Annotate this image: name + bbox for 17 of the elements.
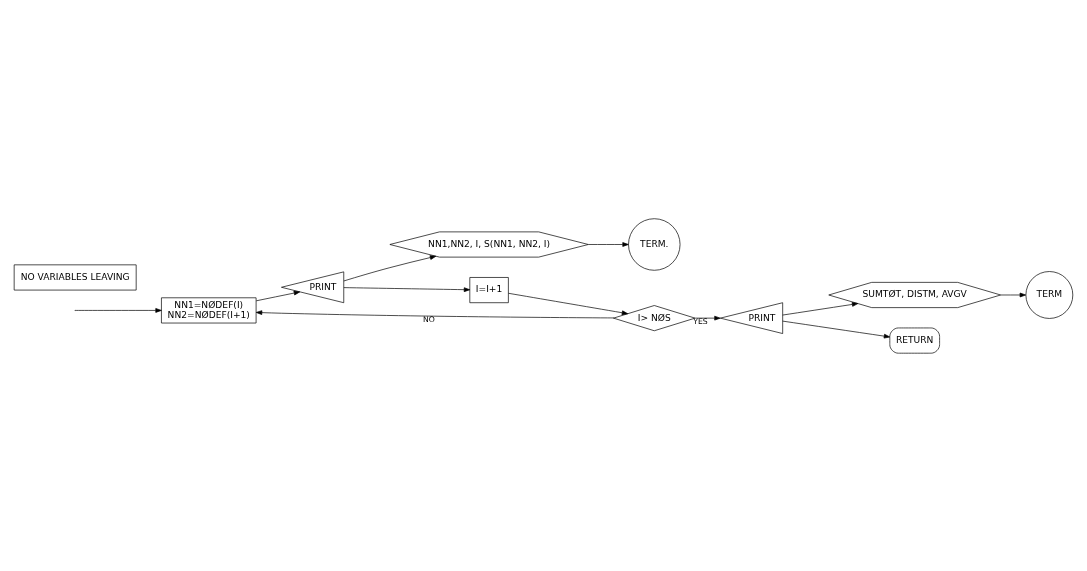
arrow <box>694 315 721 320</box>
node-box: NO VARIABLES LEAVING <box>13 264 137 290</box>
node-box: I=I+1 <box>469 276 509 303</box>
arrow <box>782 301 859 315</box>
arrow <box>508 292 629 315</box>
arrow <box>343 286 471 292</box>
arrow <box>343 254 437 281</box>
node-box: NN1=NØDEF(I) NN2=NØDEF(I+1) <box>161 296 257 323</box>
node-box: RETURN <box>889 327 940 354</box>
arrow <box>255 309 615 318</box>
arrow <box>782 320 891 338</box>
node-circle: TERM <box>1025 270 1074 319</box>
arrow <box>256 290 301 301</box>
arrow <box>1000 292 1026 297</box>
arrow <box>75 307 162 313</box>
arrow <box>588 241 629 247</box>
node-circle: TERM. <box>628 217 681 271</box>
